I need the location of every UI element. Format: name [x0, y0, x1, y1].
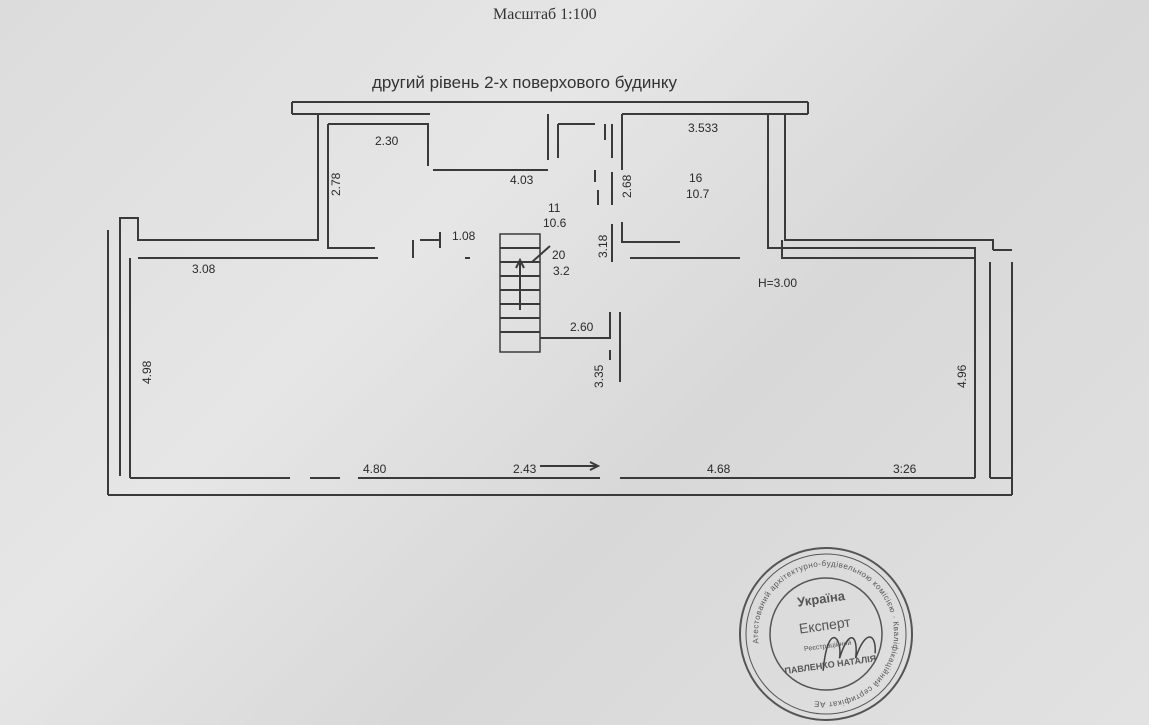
room-20-area: 3.2	[553, 264, 570, 278]
wall	[540, 312, 611, 339]
signature	[822, 636, 876, 671]
dim-label: 3.533	[688, 121, 719, 135]
wall	[784, 114, 994, 250]
dim-label: 4.03	[510, 173, 534, 187]
room-20-number: 20	[552, 248, 566, 262]
wall	[767, 114, 976, 259]
dim-label: 1.08	[452, 229, 476, 243]
svg-text:Експерт: Експерт	[798, 613, 852, 636]
dim-label: 4.68	[707, 462, 731, 476]
height-label: H=3.00	[758, 276, 798, 290]
wall	[327, 124, 375, 249]
dim-label: 2.60	[570, 320, 594, 334]
dim-label: 3:26	[893, 462, 917, 476]
svg-text:Україна: Україна	[796, 588, 846, 610]
dim-label: 4.80	[363, 462, 387, 476]
leader-line	[531, 245, 551, 263]
room-11-area: 10.6	[543, 216, 567, 230]
wall	[328, 123, 429, 166]
room-16-number: 16	[689, 171, 703, 185]
dim-label: 2.30	[375, 134, 399, 148]
wall	[119, 114, 319, 476]
dim-label: 3.08	[192, 262, 216, 276]
room-11-number: 11	[548, 201, 561, 215]
plan-title: другий рівень 2-х поверхового будинку	[372, 73, 677, 92]
stair-arrow-head	[515, 257, 525, 269]
svg-text:ПАВЛЕНКО НАТАЛІЯ: ПАВЛЕНКО НАТАЛІЯ	[784, 653, 877, 676]
stair-outline	[499, 233, 541, 353]
wall	[621, 222, 680, 243]
room-16-area: 10.7	[686, 187, 710, 201]
dim-label: 2.43	[513, 462, 537, 476]
svg-text:Атестований архітектурно-будів: Атестований архітектурно-будівельною ком…	[741, 549, 910, 718]
scale-label: Масштаб 1:100	[493, 6, 597, 23]
direction-arrow-head	[589, 461, 601, 471]
